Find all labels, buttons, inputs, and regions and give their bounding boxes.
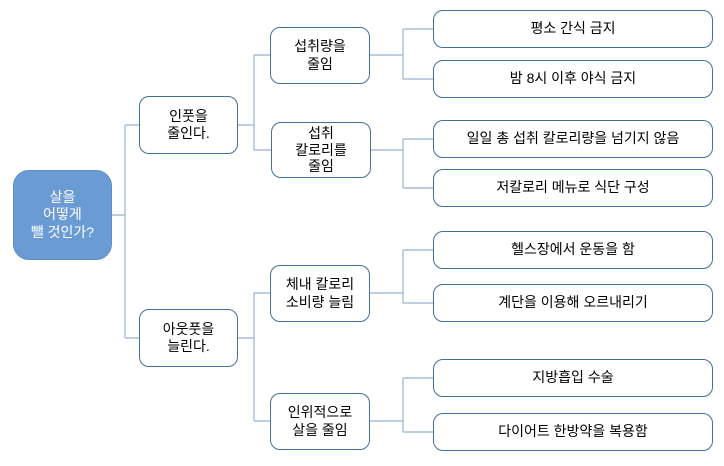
root-node-how-to-lose-weight: 살을 어떻게 뺄 것인가? [13,170,112,260]
action-node-no-snacks: 평소 간식 금지 [433,10,713,48]
action-node-liposuction: 지방흡입 수술 [433,359,713,397]
branch-node-label: 아웃풋을 [162,320,215,337]
action-node-label: 평소 간식 금지 [530,20,616,37]
action-node-label: 일일 총 섭취 칼로리량을 넘기지 않음 [466,130,680,147]
branch-node-label: 인풋을 [169,107,208,124]
method-node-label: 체내 칼로리 [285,276,355,293]
action-node-label: 지방흡입 수술 [532,369,614,386]
method-node-label: 섭취량을 [294,38,346,55]
action-node-daily-calorie-limit: 일일 총 섭취 칼로리량을 넘기지 않음 [433,120,713,158]
action-node-label: 헬스장에서 운동을 함 [511,241,635,258]
action-node-use-stairs: 계단을 이용해 오르내리기 [433,284,713,322]
branch-node-label: 늘린다. [167,338,210,354]
action-node-label: 저칼로리 메뉴로 식단 구성 [496,179,650,196]
method-node-reduce-intake-amount: 섭취량을 줄임 [270,27,370,84]
method-node-artificial-reduction: 인위적으로 살을 줄임 [270,393,370,450]
method-node-label: 줄임 [307,55,333,72]
root-node-label: 어떻게 [43,206,82,223]
branch-node-label: 줄인다. [167,125,210,141]
action-node-label: 계단을 이용해 오르내리기 [498,294,648,311]
method-node-label: 줄임 [308,158,334,175]
action-node-low-calorie-menu: 저칼로리 메뉴로 식단 구성 [433,169,713,207]
method-node-label: 살을 줄임 [292,421,348,438]
action-node-no-late-night-food: 밤 8시 이후 야식 금지 [433,60,713,98]
action-node-label: 다이어트 한방약을 복용함 [498,423,648,440]
branch-node-reduce-input: 인풋을 줄인다. [139,96,238,154]
method-node-label: 인위적으로 [287,404,353,421]
action-node-label: 밤 8시 이후 야식 금지 [509,70,637,87]
method-node-increase-calorie-burn: 체내 칼로리 소비량 늘림 [270,265,370,322]
method-node-label: 섭취 [308,125,334,142]
branch-node-increase-output: 아웃풋을 늘린다. [139,309,238,367]
root-node-label: 살을 [49,188,76,205]
method-node-label: 칼로리를 [295,141,347,158]
action-node-diet-herbal-medicine: 다이어트 한방약을 복용함 [433,413,713,451]
method-node-label: 소비량 늘림 [285,293,355,310]
method-node-reduce-calorie-intake: 섭취 칼로리를 줄임 [271,122,371,178]
action-node-gym-exercise: 헬스장에서 운동을 함 [433,231,713,269]
root-node-label: 뺄 것인가? [30,223,95,240]
